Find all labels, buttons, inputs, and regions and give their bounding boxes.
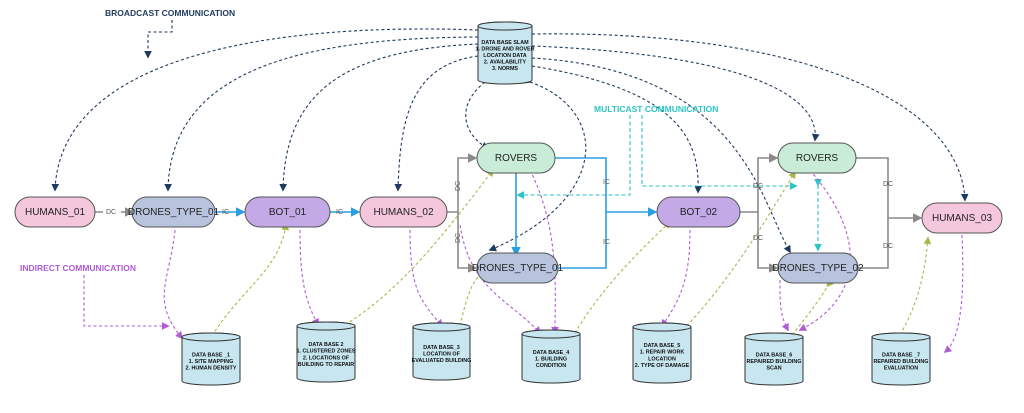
node-humans-02[interactable]: HUMANS_02 — [359, 196, 448, 228]
node-rovers-a[interactable]: ROVERS — [476, 142, 556, 174]
dc-link-bot02-drones02 — [757, 212, 779, 273]
database-to-agent-edges — [211, 168, 932, 337]
dc-label: DC — [106, 209, 116, 216]
database-text-line: LOCATION — [648, 356, 676, 362]
node-humans-03[interactable]: HUMANS_03 — [921, 202, 1003, 234]
database-text-line: 1. REPAIR WORK — [640, 350, 685, 356]
database-text-line: EVALUATION — [884, 366, 918, 372]
broadcast-edge-humans03 — [525, 30, 969, 202]
node-label: HUMANS_03 — [932, 213, 992, 224]
database-text-line: EVALUATED BUILDING — [412, 358, 472, 364]
node-bot-02[interactable]: BOT_02 — [656, 196, 741, 228]
node-label: BOT_02 — [680, 207, 718, 218]
ic-label: IC — [603, 179, 610, 186]
broadcast-edge-bot02 — [525, 61, 703, 194]
broadcast-edge-bot01 — [279, 39, 485, 192]
node-label: ROVERS — [495, 153, 538, 164]
dc-label: DC — [753, 183, 763, 190]
dc-link-drones02-humans03 — [858, 218, 889, 269]
database-text-line: 2. HUMAN DENSITY — [186, 366, 237, 372]
database-text-line: REPAIRED BUILDING — [873, 359, 928, 365]
edge-labels: DC IC IC DC DC IC IC DC DC DC DC — [106, 179, 893, 250]
node-label: DRONES_TYPE_01 — [128, 207, 220, 218]
database-text-line: CONDITION — [536, 363, 566, 369]
dc-link-rovers-b-humans03 — [856, 157, 923, 223]
node-label: HUMANS_02 — [373, 207, 433, 218]
database-text-line: 2. LOCATIONS OF — [303, 355, 350, 361]
node-rovers-b[interactable]: ROVERS — [777, 142, 857, 174]
ic-label: IC — [222, 209, 229, 216]
database-text-line: 1. BUILDING — [535, 357, 567, 363]
node-humans-01[interactable]: HUMANS_01 — [14, 196, 96, 228]
broadcast-edge-drones01a — [164, 33, 485, 192]
ic-label: IC — [603, 239, 610, 246]
broadcast-edge-rovers-b — [525, 41, 820, 142]
node-bot-01[interactable]: BOT_01 — [244, 196, 331, 228]
database-text-line: 1. DRONE AND ROVER — [475, 46, 534, 52]
database-text-line: LOCATION DATA — [483, 53, 527, 59]
dc-label: DC — [455, 233, 462, 243]
database-text-line: 1. SITE MAPPING — [189, 359, 234, 365]
dc-link-humans02-drones01b — [457, 212, 478, 273]
broadcast-edges — [51, 20, 969, 254]
node-label: ROVERS — [796, 153, 839, 164]
database-text-line: 2. AVAILABILITY — [484, 60, 527, 66]
database-text-line: DATA BASE SLAM — [481, 40, 529, 46]
ic-label: IC — [336, 209, 343, 216]
database-text-line: 2. TYPE OF DAMAGE — [635, 363, 690, 369]
ic-links — [215, 157, 658, 269]
node-label: HUMANS_01 — [25, 207, 85, 218]
node-label: BOT_01 — [269, 207, 307, 218]
database-text-line: DATA BASE 2 — [309, 342, 344, 348]
multicast-edges — [516, 115, 822, 252]
node-drones-type-01-a[interactable]: DRONES_TYPE_01 — [128, 196, 220, 228]
database-text-line: DATA BASE_4 — [533, 350, 569, 356]
dc-link-bot02-rovers-b — [740, 153, 779, 213]
database-text-line: LOCATION OF — [423, 352, 460, 358]
dc-label: DC — [753, 235, 763, 242]
broadcast-edge-humans01 — [51, 26, 485, 192]
dc-label: DC — [883, 243, 893, 250]
multicast-legend-label: MULTICAST COMMUNICATION — [594, 104, 718, 114]
ic-link-rovers-a-bot02 — [555, 157, 658, 217]
database-text-line: BUILDING TO REPAIR — [298, 362, 355, 368]
ic-link-drones01b-bot02 — [558, 212, 607, 269]
broadcast-edge-rovers-a — [465, 75, 493, 150]
node-label: DRONES_TYPE_02 — [772, 263, 864, 274]
indirect-legend-label: INDIRECT COMMUNICATION — [20, 263, 136, 273]
database-text-line: REPAIRED BUILDING — [746, 359, 801, 365]
dc-links — [95, 153, 923, 273]
database-text-line: DATA BASE_6 — [756, 352, 792, 358]
dc-label: DC — [455, 181, 462, 191]
dc-link-humans02-rovers-a — [447, 153, 478, 213]
broadcast-edge-humans02 — [394, 51, 485, 192]
database-text-line: 1. CLUSTERED ZONES — [296, 349, 355, 355]
node-label: DRONES_TYPE_01 — [472, 263, 564, 274]
database-text-line: DATA BASE _7 — [882, 352, 920, 358]
database-text-line: SCAN — [766, 366, 781, 372]
node-drones-type-01-b[interactable]: DRONES_TYPE_01 — [472, 252, 564, 284]
database-text-line: DATA BASE_5 — [644, 343, 680, 349]
broadcast-legend-arrow — [144, 20, 173, 59]
dc-label: DC — [883, 181, 893, 188]
database-text-line: 3. NORMS — [492, 66, 518, 72]
node-drones-type-02[interactable]: DRONES_TYPE_02 — [772, 252, 864, 284]
database-text-line: DATA BASE_3 — [423, 345, 459, 351]
database-text-line: DATA BASE _1 — [192, 352, 230, 358]
broadcast-legend-label: BROADCAST COMMUNICATION — [105, 8, 235, 18]
